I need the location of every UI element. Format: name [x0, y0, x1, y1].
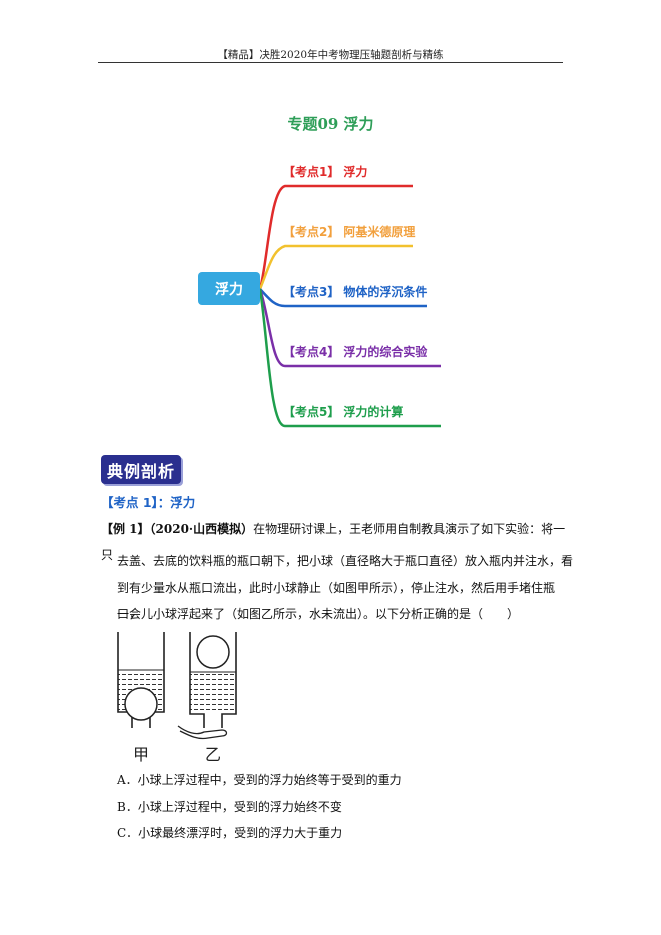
option-a: A．小球上浮过程中，受到的浮力始终等于受到的重力	[117, 773, 402, 787]
branch-tag: 【考点4】	[283, 345, 340, 359]
branch-label-text: 浮力的综合实验	[343, 345, 428, 359]
branch-label-text: 阿基米德原理	[343, 225, 416, 239]
branch-line-2	[258, 244, 413, 290]
example-tag: 【例 1】	[101, 522, 150, 536]
example-question-line-2: 去盖、去底的饮料瓶的瓶口朝下，把小球（直径略大于瓶口直径）放入瓶内并注水，看	[117, 554, 574, 568]
example-question-line-1: 【例 1】（2020·山西模拟）在物理研讨课上，王老师用自制教具演示了如下实验：…	[101, 516, 571, 568]
option-c: C．小球最终漂浮时，受到的浮力大于重力	[117, 826, 343, 840]
branch-label-text: 浮力	[343, 165, 368, 179]
section-banner: 典例剖析	[101, 455, 181, 484]
branch-tag: 【考点3】	[283, 285, 340, 299]
example-question-line-3: 到有少量水从瓶口流出，此时小球静止（如图甲所示），停止注水，然后用手堵住瓶口，	[117, 581, 556, 621]
mindmap-branch-1: 【考点1】浮力	[283, 163, 367, 180]
branch-line-5	[258, 288, 441, 428]
option-b: B．小球上浮过程中，受到的浮力始终不变	[117, 800, 342, 814]
hand-icon	[177, 725, 228, 740]
branch-line-4	[258, 288, 441, 368]
bottle-jia	[117, 632, 165, 728]
mindmap-branch-4: 【考点4】浮力的综合实验	[283, 343, 427, 360]
page-header: 【精品】决胜2020年中考物理压轴题剖析与精练	[217, 49, 444, 61]
branch-label-text: 物体的浮沉条件	[343, 285, 428, 299]
bottle-yi	[177, 632, 237, 740]
mindmap-branch-5: 【考点5】浮力的计算	[283, 403, 403, 420]
branch-label-text: 浮力的计算	[343, 405, 404, 419]
branch-line-3	[259, 288, 427, 308]
figure-label-jia: 甲	[133, 745, 150, 764]
example-text-1: 在物理研讨课上，王老师用自制教具演示了如下实验：将一只	[101, 522, 566, 562]
header-divider	[98, 62, 563, 63]
example-question-line-4: 一会儿小球浮起来了（如图乙所示，水未流出）。以下分析正确的是（ ）	[117, 607, 520, 621]
experiment-figure	[117, 632, 237, 740]
mindmap-center-node: 浮力	[198, 272, 260, 305]
branch-tag: 【考点2】	[283, 225, 340, 239]
branch-tag: 【考点1】	[283, 165, 340, 179]
branch-line-1	[258, 184, 413, 290]
branch-tag: 【考点5】	[283, 405, 340, 419]
kaodian-heading: 【考点 1】：浮力	[101, 495, 196, 510]
figure-label-yi: 乙	[205, 745, 222, 764]
mindmap-branch-2: 【考点2】阿基米德原理	[283, 223, 415, 240]
topic-title: 专题09 浮力	[287, 115, 374, 133]
example-source: （2020·山西模拟）	[149, 522, 254, 536]
mindmap-branch-3: 【考点3】物体的浮沉条件	[283, 283, 427, 300]
